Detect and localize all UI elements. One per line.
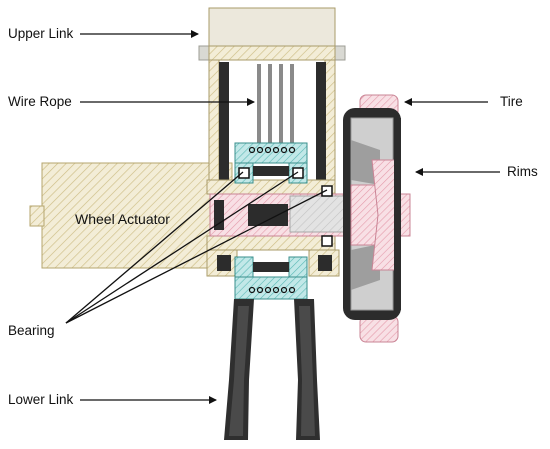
bearing-line-3	[65, 189, 328, 324]
lower-bearing-block	[234, 256, 308, 300]
wheel-assembly	[343, 94, 401, 343]
bearing-label: Bearing	[8, 323, 55, 338]
tire-label: Tire	[500, 94, 523, 109]
rims-label: Rims	[507, 164, 538, 179]
wheel-actuator-body	[29, 162, 233, 269]
upper-link-label: Upper Link	[8, 26, 74, 41]
leader-lines	[65, 30, 500, 404]
wire-rope	[257, 64, 294, 144]
upper-bearing-block	[234, 142, 308, 184]
lower-link-label: Lower Link	[8, 392, 74, 407]
wheel-actuator-label: Wheel Actuator	[75, 211, 170, 227]
wire-rope-label: Wire Rope	[8, 94, 72, 109]
bearing-line-1	[65, 171, 244, 324]
bearing-line-2	[65, 171, 299, 324]
upper-link-housing	[198, 7, 346, 277]
lower-link	[224, 299, 320, 440]
